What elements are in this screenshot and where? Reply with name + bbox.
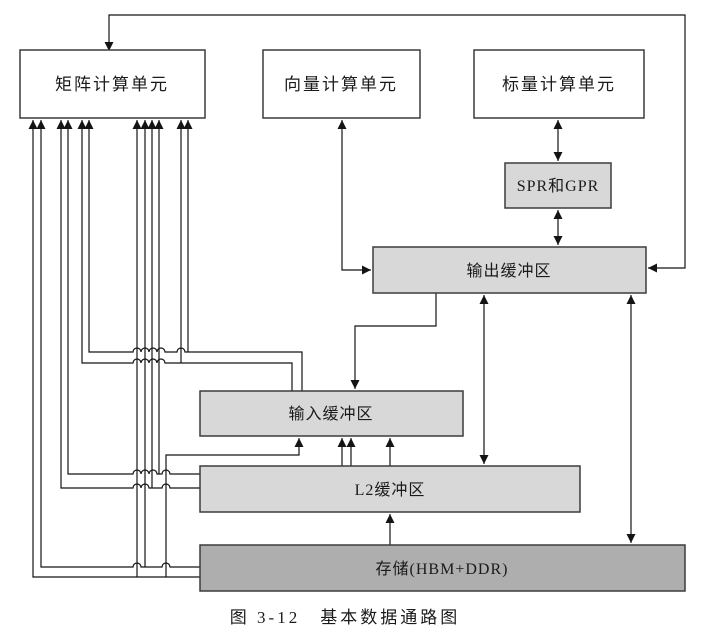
spr-gpr-box	[504, 162, 612, 209]
connector-lines	[28, 14, 686, 578]
scalar-unit-box	[473, 49, 645, 119]
diagram-boxes	[19, 49, 686, 592]
input-buffer-box	[199, 390, 464, 437]
vector-unit-label: 向量计算单元	[284, 75, 398, 94]
edge-outputbuffer-inputbuffer	[350, 293, 437, 389]
l2-buffer-box	[199, 465, 581, 513]
edge-l2-matrix-left-2	[63, 120, 200, 475]
edge-memory-inputbuffer	[165, 438, 304, 577]
edge-memory-matrix-left-2	[36, 120, 200, 568]
vector-unit-box	[262, 49, 421, 119]
scalar-unit-label: 标量计算单元	[502, 75, 616, 94]
edge-inputbuffer-matrix-left-1	[77, 120, 293, 391]
output-buffer-label: 输出缓冲区	[466, 262, 551, 280]
output-buffer-box	[372, 246, 647, 294]
input-buffer-label: 输入缓冲区	[288, 405, 373, 423]
edge-outputbuffer-matrix-loop	[104, 14, 686, 273]
memory-box	[199, 544, 686, 592]
memory-label: 存储(HBM+DDR)	[376, 560, 509, 578]
l2-buffer-label: L2缓冲区	[355, 481, 426, 499]
matrix-unit-box	[19, 49, 206, 119]
matrix-unit-label: 矩阵计算单元	[55, 75, 169, 94]
edge-inputbuffer-matrix-left-2	[84, 120, 303, 391]
edge-vector-outputbuffer	[337, 120, 371, 275]
edge-memory-matrix-left-1	[28, 120, 200, 578]
spr-gpr-label: SPR和GPR	[517, 177, 600, 195]
figure-caption: 图 3-12 基本数据通路图	[230, 608, 460, 627]
